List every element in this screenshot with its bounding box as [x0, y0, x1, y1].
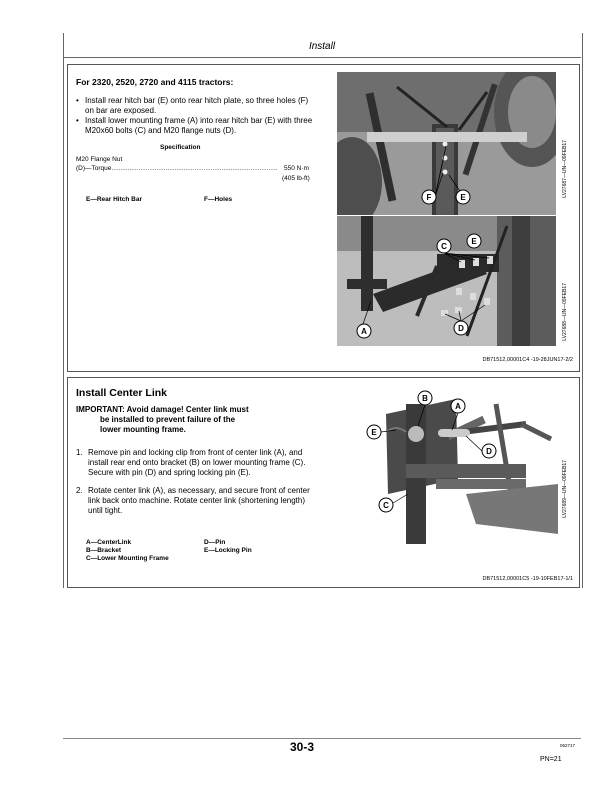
legend-item: A—CenterLink — [86, 539, 132, 546]
step-number: 2. — [76, 486, 83, 495]
section-heading: For 2320, 2520, 2720 and 4115 tractors: — [76, 77, 234, 87]
document-reference: DB71512,00001C5 -19-10FEB17-1/1 — [482, 576, 573, 582]
spec-item: M20 Flange Nut — [76, 156, 123, 163]
section-heading: Install Center Link — [76, 387, 168, 399]
figure-lower-mounting-frame: C E A D — [337, 216, 556, 346]
important-notice: IMPORTANT: Avoid damage! Center link mus… — [76, 405, 326, 435]
document-reference: DB71512,00001C4 -19-28JUN17-2/2 — [482, 357, 573, 363]
section-install-center-link: Install Center Link IMPORTANT: Avoid dam… — [67, 377, 580, 588]
legend-item: C—Lower Mounting Frame — [86, 555, 169, 562]
spec-torque-value: 550 N·m — [283, 164, 309, 174]
footer-pn: PN=21 — [540, 756, 562, 763]
legend-item: E—Rear Hitch Bar — [86, 196, 142, 203]
figure-code: LV27689—UN—09FEB17 — [562, 460, 568, 518]
instruction-item: Install lower mounting frame (A) into re… — [76, 116, 319, 136]
page-frame — [63, 33, 583, 588]
legend-item: F—Holes — [204, 196, 233, 203]
callout-label: D — [458, 324, 464, 333]
spec-torque-label: (D)—Torque — [76, 165, 112, 172]
callout-label: B — [422, 394, 428, 403]
page-number: 30-3 — [290, 740, 315, 754]
figure-code: LV27688—UN—09FEB17 — [562, 283, 568, 341]
legend-item: B—Bracket — [86, 547, 122, 554]
callout-label: F — [427, 193, 432, 202]
header-rule — [63, 57, 581, 58]
footer-date-code: 062717 — [560, 743, 576, 748]
step-item: 2. Rotate center link (A), as necessary,… — [76, 486, 321, 516]
figure-lower-mounting-frame-illustration: C E A D — [337, 216, 556, 346]
figure-center-link-illustration: B A E D C — [346, 384, 558, 549]
step-text: Rotate center link (A), as necessary, an… — [88, 486, 310, 515]
step-number: 1. — [76, 448, 83, 457]
step-text: Remove pin and locking clip from front o… — [88, 448, 306, 477]
important-line: IMPORTANT: Avoid damage! Center link mus… — [76, 405, 249, 414]
important-line: be installed to prevent failure of the — [100, 415, 236, 424]
legend-column: D—Pin E—Locking Pin — [204, 539, 252, 555]
spec-torque-row: (D)—Torque..............................… — [76, 164, 312, 174]
section-rear-hitch: For 2320, 2520, 2720 and 4115 tractors: … — [67, 57, 580, 372]
callout-label: C — [441, 242, 447, 251]
callout-label: E — [471, 237, 477, 246]
spec-torque-alt: (405 lb-ft) — [282, 175, 310, 182]
callout-label: D — [486, 447, 492, 456]
step-item: 1. Remove pin and locking clip from fron… — [76, 448, 321, 478]
footer-rule — [63, 738, 581, 739]
callout-label: E — [371, 428, 377, 437]
callout-label: A — [455, 402, 461, 411]
page-header-title: Install — [308, 41, 336, 52]
spec-title: Specification — [160, 144, 201, 151]
legend-column: A—CenterLink B—Bracket C—Lower Mounting … — [86, 539, 169, 563]
figure-rear-hitch-bar-illustration: F E — [322, 57, 570, 227]
figure-code: LV27687—UN—09FEB17 — [562, 140, 568, 198]
step-list: 1. Remove pin and locking clip from fron… — [76, 448, 321, 516]
callout-label: C — [383, 501, 389, 510]
important-line: lower mounting frame. — [100, 425, 186, 434]
spec-dot-leader: ........................................… — [111, 165, 278, 172]
callout-label: A — [361, 327, 367, 336]
callout-label: E — [460, 193, 466, 202]
legend-item: E—Locking Pin — [204, 547, 252, 554]
instruction-list: Install rear hitch bar (E) onto rear hit… — [76, 96, 319, 136]
instruction-item: Install rear hitch bar (E) onto rear hit… — [76, 96, 319, 116]
figure-center-link: B A E D C — [346, 384, 558, 549]
legend-item: D—Pin — [204, 539, 226, 546]
figure-rear-hitch-bar: F E — [322, 57, 570, 227]
